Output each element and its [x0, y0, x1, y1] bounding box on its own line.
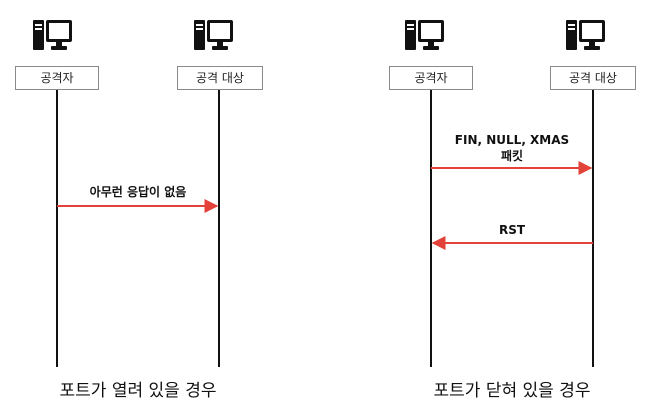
computer-icon — [194, 20, 233, 50]
target-label: 공격 대상 — [177, 66, 263, 90]
message-no-response: 아무런 응답이 없음 — [89, 185, 187, 199]
computer-icon — [405, 20, 444, 50]
target-label: 공격 대상 — [550, 66, 636, 90]
attacker-label: 공격자 — [389, 66, 473, 90]
computer-icon — [566, 20, 605, 50]
computer-icon — [33, 20, 72, 50]
message-packet: 패킷 — [500, 149, 524, 163]
message-rst: RST — [498, 223, 526, 237]
caption-port-closed: 포트가 닫혀 있을 경우 — [433, 381, 591, 401]
caption-port-open: 포트가 열려 있을 경우 — [59, 381, 217, 401]
attacker-label: 공격자 — [15, 66, 99, 90]
message-fin-null-xmas: FIN, NULL, XMAS — [454, 133, 570, 147]
